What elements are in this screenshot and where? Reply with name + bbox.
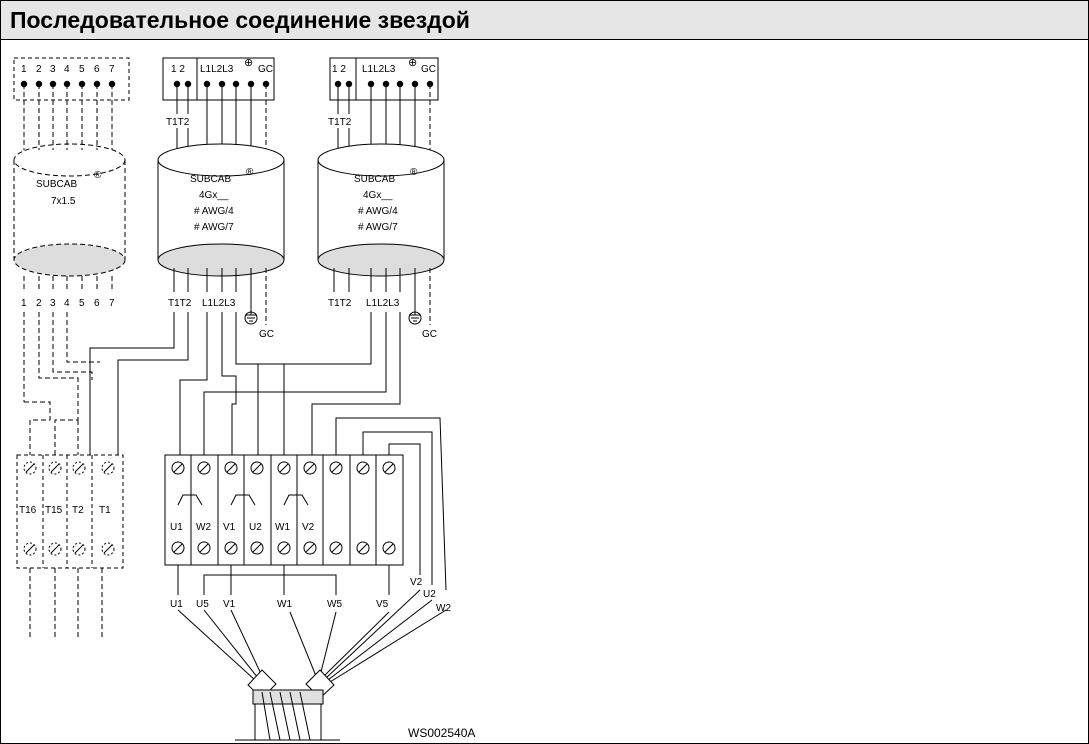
power2-top-wires (337, 84, 431, 150)
lead-w5: W5 (327, 599, 342, 610)
sensor-terminal-block (16, 454, 124, 569)
lead-u5: U5 (196, 599, 209, 610)
page-title: Последовательное соединение звездой (10, 7, 470, 33)
p1-bottom-lines: L1L2L3 (202, 298, 236, 309)
routing-wires (89, 312, 401, 455)
sensor-t1: T1 (99, 505, 111, 516)
p2-top-t1t2: T1T2 (328, 117, 352, 128)
p2-ground-icon: ⊕ (408, 57, 417, 69)
ctrl-pin-3: 3 (50, 64, 56, 75)
p1-conn-gc: GC (258, 64, 273, 75)
power2-cable-body (317, 143, 445, 277)
motor-u1: U1 (170, 522, 183, 533)
lead-w1: W1 (277, 599, 292, 610)
ctrl-bpin-3: 3 (50, 298, 56, 309)
sensor-t2: T2 (72, 505, 84, 516)
drawing-code: WS002540A (408, 726, 475, 740)
motor-w1: W1 (275, 522, 290, 533)
control-connector-top (13, 57, 130, 101)
p2-reg: ® (410, 167, 418, 178)
sensor-screws (23, 461, 115, 556)
ctrl-bpin-4: 4 (64, 298, 70, 309)
p2-name: SUBCAB (354, 174, 395, 185)
title-bar: Последовательное соединение звездой (1, 1, 1088, 40)
sensor-t15: T15 (45, 505, 63, 516)
power2-bottom-wires (333, 268, 431, 325)
motor-screws (171, 461, 396, 555)
ctrl-pin-2: 2 (36, 64, 42, 75)
p2-gc: GC (422, 329, 437, 340)
p2-conn-lines: L1L2L3 (362, 64, 396, 75)
ctrl-pin-1: 1 (21, 64, 27, 75)
p1-gc: GC (259, 329, 274, 340)
ctrl-pin-6: 6 (94, 64, 100, 75)
lead-v1: V1 (223, 599, 236, 610)
ctrl-pin-5: 5 (79, 64, 85, 75)
p1-top-t1t2: T1T2 (166, 117, 190, 128)
p1-conn-small: 1 2 (171, 64, 185, 75)
power1-cable-body (157, 143, 285, 277)
ctrl-bpin-7: 7 (109, 298, 115, 309)
diagram-labels: 1 2 3 4 5 6 7 SUBCAB ® 7x1.5 1 2 3 4 5 6… (19, 57, 475, 740)
motor-body (235, 669, 340, 741)
p2-bottom-lines: L1L2L3 (366, 298, 400, 309)
p1-bottom-t1t2: T1T2 (168, 298, 192, 309)
lead-v5: V5 (376, 599, 389, 610)
p2-bottom-t1t2: T1T2 (328, 298, 352, 309)
p1-reg: ® (246, 167, 254, 178)
ctrl-cable-name: SUBCAB (36, 179, 77, 190)
lead-u2: U2 (423, 589, 436, 600)
ctrl-bpin-6: 6 (94, 298, 100, 309)
motor-w2: W2 (196, 522, 211, 533)
lead-v2: V2 (410, 577, 423, 588)
ctrl-cable-spec: 7x1.5 (51, 196, 76, 207)
p1-line3: # AWG/7 (194, 222, 234, 233)
control-cable-body (13, 143, 126, 277)
p1-name: SUBCAB (190, 174, 231, 185)
p2-conn-gc: GC (421, 64, 436, 75)
power2-pin-dots (334, 80, 434, 88)
motor-loop-wires (335, 417, 447, 591)
power1-bottom-wires (173, 268, 267, 325)
control-pin-dots (20, 80, 116, 88)
p1-line2: # AWG/4 (194, 206, 234, 217)
ctrl-bpin-1: 1 (21, 298, 27, 309)
ctrl-pin-7: 7 (109, 64, 115, 75)
lead-w2: W2 (436, 603, 451, 614)
ctrl-pin-4: 4 (64, 64, 70, 75)
lead-u1: U1 (170, 599, 183, 610)
p2-conn-small: 1 2 (332, 64, 346, 75)
ctrl-cable-reg: ® (94, 170, 102, 181)
motor-v2: V2 (302, 522, 315, 533)
ctrl-bpin-2: 2 (36, 298, 42, 309)
motor-u2: U2 (249, 522, 262, 533)
power2-connector (329, 57, 439, 101)
p1-conn-lines: L1L2L3 (200, 64, 234, 75)
power1-top-wires (176, 84, 267, 150)
p2-line2: # AWG/4 (358, 206, 398, 217)
sensor-t16: T16 (19, 505, 37, 516)
motor-lead-wires (177, 565, 447, 683)
p2-line3: # AWG/7 (358, 222, 398, 233)
power1-pin-dots (173, 80, 270, 88)
p2-line1: 4Gx__ (363, 190, 393, 201)
p1-ground-icon: ⊕ (244, 57, 253, 69)
motor-v1: V1 (223, 522, 236, 533)
control-wires (23, 84, 113, 640)
p1-line1: 4Gx__ (199, 190, 229, 201)
ctrl-bpin-5: 5 (79, 298, 85, 309)
